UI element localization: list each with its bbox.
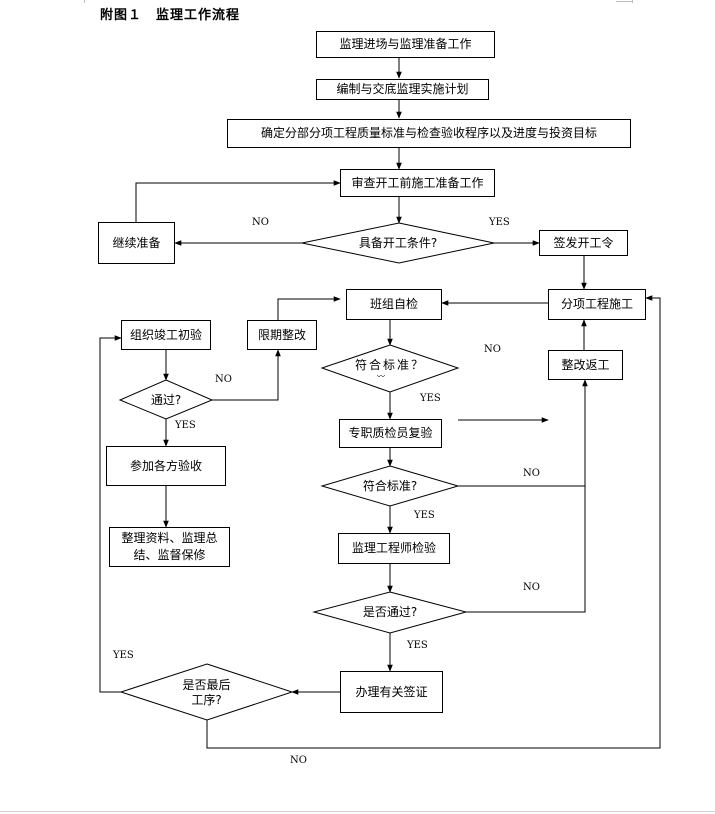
node-fix: 整改返工 xyxy=(548,350,623,380)
diamond-std1-label: 符合标准？ xyxy=(354,357,425,372)
page-corner-mark-right-v xyxy=(632,0,633,3)
diamond-cond xyxy=(301,222,495,264)
node-sub: 分项工程施工 xyxy=(548,289,646,320)
label-std1-no: NO xyxy=(484,344,501,355)
node-initial: 组织竣工初验 xyxy=(121,320,211,350)
diamond-std1-mark: 〰 xyxy=(377,371,385,381)
node-docs-line1: 整理资料、监理总 xyxy=(121,531,218,545)
node-review: 审查开工前施工准备工作 xyxy=(340,169,495,197)
node-continue: 继续准备 xyxy=(98,222,175,264)
diamond-pass-text: 通过? xyxy=(150,392,182,407)
node-docs-line2: 结、监督保修 xyxy=(133,548,206,562)
label-pass-yes: YES xyxy=(175,420,196,431)
diagram-title: 附图１ 监理工作流程 xyxy=(100,8,241,23)
diamond-last-line1: 是否最后 xyxy=(182,678,231,692)
label-std1-yes: YES xyxy=(420,393,441,404)
diamond-last-line2: 工序? xyxy=(191,693,222,707)
node-targets: 确定分部分项工程质量标准与检查验收程序以及进度与投资目标 xyxy=(227,119,631,148)
node-qc: 专职质检员复验 xyxy=(339,419,442,448)
diamond-std2-text: 符合标准? xyxy=(362,478,418,493)
diamond-cond-text: 具备开工条件? xyxy=(358,235,438,250)
node-plan: 编制与交底监理实施计划 xyxy=(316,79,489,100)
page-bottom-edge xyxy=(0,811,715,812)
node-engineer: 监理工程师检验 xyxy=(338,533,450,564)
diamond-last-text: 是否最后 工序? xyxy=(121,676,292,710)
node-entry: 监理进场与监理准备工作 xyxy=(316,31,495,58)
node-rectify: 限期整改 xyxy=(247,320,317,350)
node-team: 班组自检 xyxy=(346,289,442,320)
page-corner-mark-right xyxy=(616,1,633,2)
node-order: 签发开工令 xyxy=(539,230,628,256)
label-cond-yes: YES xyxy=(489,217,510,228)
diamond-std1-text: 符合标准？ 〰 xyxy=(322,355,458,383)
label-pass-no: NO xyxy=(215,374,232,385)
page-corner-mark-left xyxy=(84,0,85,3)
label-passed-no: NO xyxy=(523,582,540,593)
label-passed-yes: YES xyxy=(407,640,428,651)
label-cond-no: NO xyxy=(252,217,269,228)
label-std2-no: NO xyxy=(523,468,540,479)
node-joint: 参加各方验收 xyxy=(106,446,226,486)
node-sign: 办理有关签证 xyxy=(340,671,443,713)
label-last-no: NO xyxy=(290,755,307,766)
node-docs: 整理资料、监理总 结、监督保修 xyxy=(109,527,230,567)
diamond-passed-text: 是否通过? xyxy=(362,604,418,619)
label-std2-yes: YES xyxy=(414,510,435,521)
label-last-yes: YES xyxy=(113,650,134,661)
